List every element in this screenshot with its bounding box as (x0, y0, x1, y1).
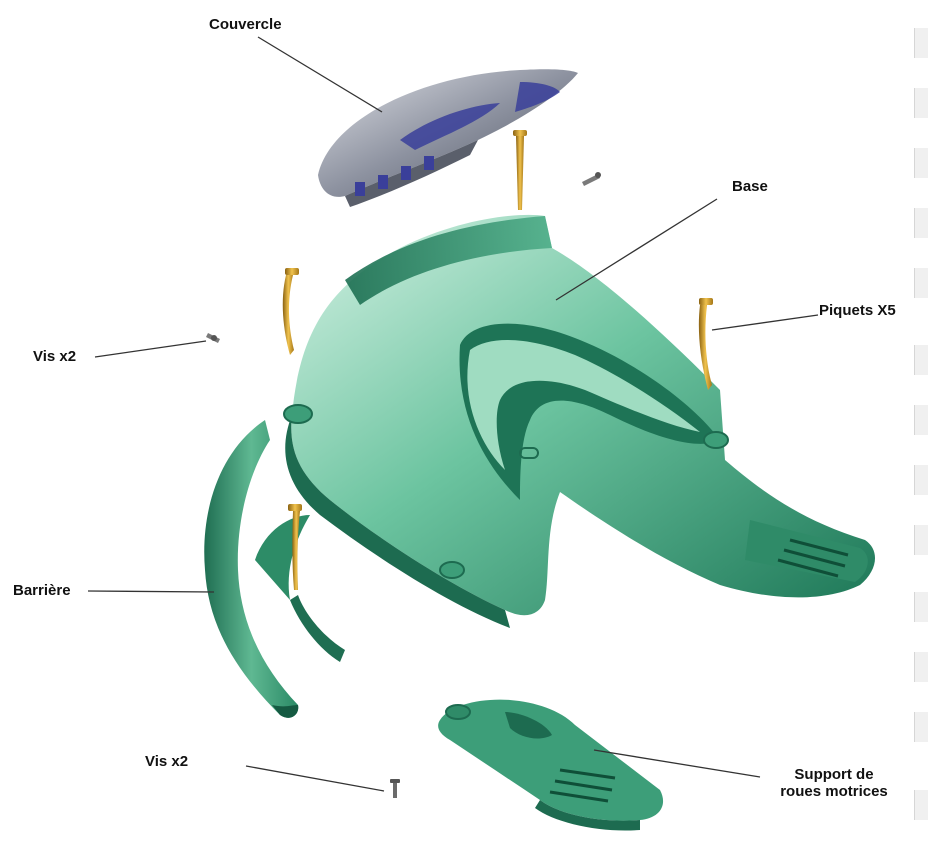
leader-base (556, 199, 717, 300)
edge-tab (914, 148, 928, 178)
edge-tab (914, 592, 928, 622)
label-vis-top: Vis x2 (33, 348, 76, 365)
peg-left (283, 268, 299, 355)
edge-tab (914, 88, 928, 118)
leader-vis-top (95, 341, 206, 357)
leader-barriere (88, 591, 214, 592)
base-part (284, 215, 875, 628)
leader-piquets (712, 315, 818, 330)
edge-tab (914, 28, 928, 58)
label-barriere: Barrière (13, 582, 71, 599)
peg-top-center (513, 130, 527, 210)
edge-tab (914, 345, 928, 375)
leader-vis-bottom (246, 766, 384, 791)
edge-tab (914, 268, 928, 298)
edge-tab (914, 712, 928, 742)
wheel-support-part (438, 700, 663, 831)
screw-top-right (582, 172, 601, 186)
label-piquets: Piquets X5 (819, 302, 896, 319)
leader-couvercle (258, 37, 382, 112)
label-vis-bottom: Vis x2 (145, 753, 188, 770)
label-couvercle: Couvercle (209, 16, 282, 33)
edge-tab (914, 790, 928, 820)
edge-tab (914, 208, 928, 238)
edge-tab (914, 405, 928, 435)
label-base: Base (732, 178, 768, 195)
edge-tab (914, 465, 928, 495)
label-support-line2: roues motrices (760, 783, 908, 800)
screw-left (206, 333, 220, 343)
cover-part (318, 69, 578, 207)
label-support: Support de roues motrices (760, 766, 908, 800)
edge-tab (914, 525, 928, 555)
label-support-line1: Support de (760, 766, 908, 783)
screw-bottom (390, 779, 400, 798)
edge-tab (914, 652, 928, 682)
